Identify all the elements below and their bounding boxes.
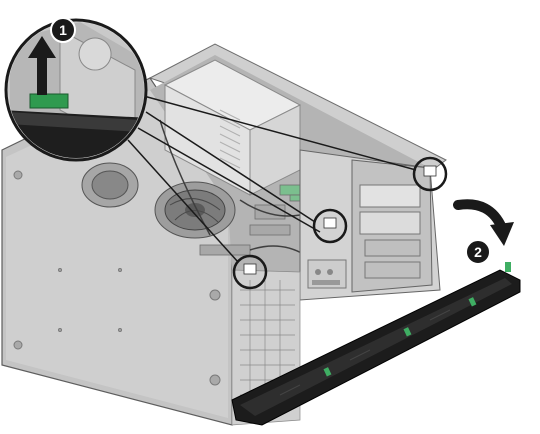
step-badge-1: 1 <box>50 17 76 43</box>
step-number-1: 1 <box>59 22 67 38</box>
bezel-release-tabs <box>323 262 511 377</box>
motherboard-components <box>199 184 303 256</box>
up-arrow-icon <box>28 36 56 95</box>
step-badge-2: 2 <box>465 239 491 265</box>
drive-cage <box>299 149 441 301</box>
step-number-2: 2 <box>474 244 482 260</box>
chassis-side-face <box>6 90 228 418</box>
detail-magnifier <box>4 18 148 162</box>
tab-highlights <box>243 165 437 275</box>
callout-leader-lines <box>127 94 417 263</box>
front-bezel <box>231 262 521 426</box>
rear-fan <box>81 162 139 208</box>
cpu-fan <box>154 181 236 239</box>
tab-callout-top <box>412 156 448 192</box>
curved-arrow-icon <box>453 199 514 246</box>
power-supply <box>163 59 302 196</box>
release-tab <box>29 93 69 109</box>
tab-callout-middle <box>312 208 348 244</box>
tab-callout-circles <box>232 156 448 290</box>
tab-callout-bottom <box>232 254 268 290</box>
computer-chassis <box>1 43 447 426</box>
side-panel-holes <box>13 170 221 386</box>
